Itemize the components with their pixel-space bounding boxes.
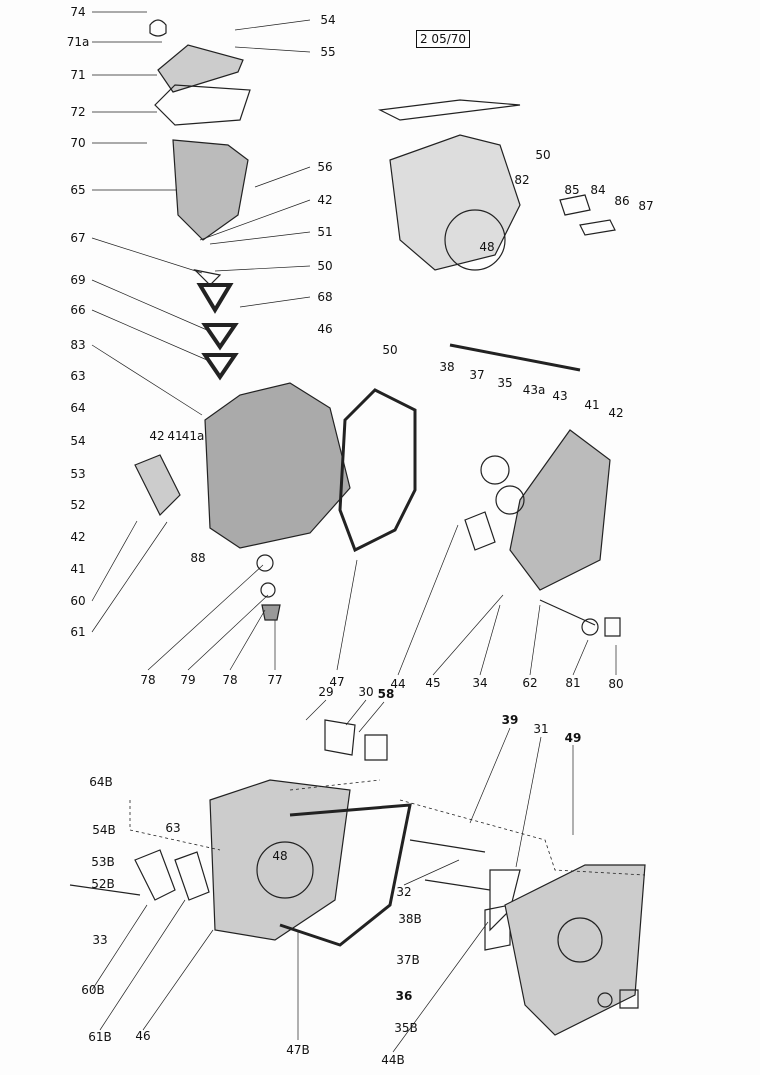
part-label: 52B <box>91 877 115 891</box>
part-label: 29 <box>318 685 334 699</box>
part-label: 42 <box>70 530 86 544</box>
part-label: 33 <box>92 933 108 947</box>
part-label: 87 <box>638 199 654 213</box>
part-label: 51 <box>317 225 333 239</box>
part-label: 72 <box>70 105 86 119</box>
part-label: 44B <box>381 1053 405 1067</box>
part-label: 41 <box>167 429 183 443</box>
leader-lines-dashed <box>129 779 646 876</box>
part-label: 80 <box>608 677 624 691</box>
part-label: 60B <box>81 983 105 997</box>
part-label: 41a <box>181 429 205 443</box>
part-label: 43 <box>552 389 568 403</box>
part-label: 35B <box>394 1021 418 1035</box>
drawing-reference-box: 2 05/70 <box>416 30 470 48</box>
part-label: 50 <box>535 148 551 162</box>
part-label: 69 <box>70 273 86 287</box>
part-label: 83 <box>70 338 86 352</box>
part-label: 38B <box>398 912 422 926</box>
part-label: 53B <box>91 855 115 869</box>
part-label: 41 <box>584 398 600 412</box>
part-label: 56 <box>317 160 333 174</box>
part-label: 35 <box>497 376 513 390</box>
part-label: 48 <box>479 240 495 254</box>
part-label: 70 <box>70 136 86 150</box>
part-label: 63 <box>70 369 86 383</box>
part-label: 43a <box>522 383 546 397</box>
part-label: 52 <box>70 498 86 512</box>
part-label: 74 <box>70 5 86 19</box>
part-label: 82 <box>514 173 530 187</box>
part-label: 47 <box>329 675 345 689</box>
part-label: 64B <box>89 775 113 789</box>
part-label: 85 <box>564 183 580 197</box>
part-label: 60 <box>70 594 86 608</box>
rear-housing <box>464 429 621 637</box>
bell-housing <box>377 99 616 372</box>
part-label: 61 <box>70 625 86 639</box>
part-label: 84 <box>590 183 606 197</box>
part-label: 78 <box>222 673 238 687</box>
part-label: 46 <box>317 322 333 336</box>
part-label: 46 <box>135 1029 151 1043</box>
part-label: 42 <box>149 429 165 443</box>
part-label: 42 <box>317 193 333 207</box>
part-label: 61B <box>88 1030 112 1044</box>
part-label: 54 <box>320 13 336 27</box>
part-label: 47B <box>286 1043 310 1057</box>
part-label: 58 <box>377 687 395 701</box>
part-label: 48 <box>272 849 288 863</box>
part-label: 79 <box>180 673 196 687</box>
part-label: 38 <box>439 360 455 374</box>
part-label: 37B <box>396 953 420 967</box>
housing-46 <box>134 382 417 621</box>
part-label: 68 <box>317 290 333 304</box>
part-label: 67 <box>70 231 86 245</box>
part-label: 81 <box>565 676 581 690</box>
part-label: 65 <box>70 183 86 197</box>
part-label: 36 <box>395 989 413 1003</box>
part-label: 53 <box>70 467 86 481</box>
cover-71 <box>149 19 251 381</box>
part-label: 50 <box>382 343 398 357</box>
part-label: 55 <box>320 45 336 59</box>
part-label: 50 <box>317 259 333 273</box>
part-label: 71a <box>66 35 90 49</box>
leader-lines <box>91 11 617 1053</box>
part-label: 86 <box>614 194 630 208</box>
part-label: 44 <box>390 677 406 691</box>
part-label: 88 <box>190 551 206 565</box>
part-label: 39 <box>501 713 519 727</box>
part-label: 77 <box>267 673 283 687</box>
part-label: 54 <box>70 434 86 448</box>
part-label: 32 <box>396 885 412 899</box>
part-label: 37 <box>469 368 485 382</box>
part-label: 64 <box>70 401 86 415</box>
part-label: 66 <box>70 303 86 317</box>
part-label: 71 <box>70 68 86 82</box>
part-label: 30 <box>358 685 374 699</box>
part-label: 45 <box>425 676 441 690</box>
part-label: 62 <box>522 676 538 690</box>
part-label: 63 <box>165 821 181 835</box>
part-label: 78 <box>140 673 156 687</box>
part-label: 34 <box>472 676 488 690</box>
part-label: 54B <box>92 823 116 837</box>
part-label: 49 <box>564 731 582 745</box>
part-label: 41 <box>70 562 86 576</box>
lower-housing-46 <box>69 719 646 1036</box>
part-label: 31 <box>533 722 549 736</box>
part-label: 42 <box>608 406 624 420</box>
